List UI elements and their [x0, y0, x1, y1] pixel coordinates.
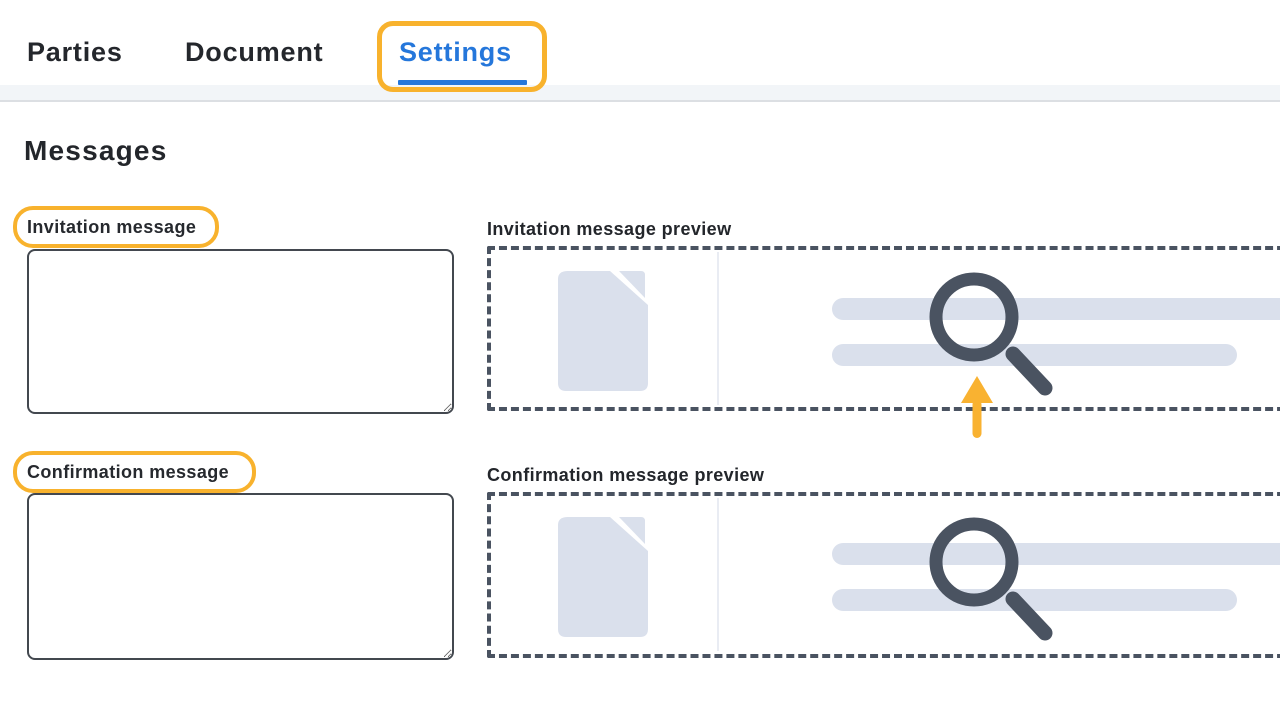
- preview-divider: [717, 252, 719, 405]
- invitation-preview-box: [487, 246, 1280, 411]
- text-placeholder-bar: [832, 344, 1237, 366]
- active-tab-underline: [398, 80, 527, 85]
- tab-bar-bottom-strip: [0, 85, 1280, 102]
- confirmation-message-label: Confirmation message: [27, 461, 230, 482]
- text-placeholder-bar: [832, 589, 1237, 611]
- confirmation-label-highlight-annotation: Confirmation message: [13, 451, 256, 493]
- document-icon: [558, 271, 648, 391]
- confirmation-preview-label: Confirmation message preview: [487, 465, 765, 485]
- settings-tab-highlight-annotation: [377, 21, 547, 92]
- invitation-message-label: Invitation message: [27, 216, 197, 237]
- search-icon: [929, 517, 1053, 641]
- preview-divider: [717, 498, 719, 651]
- tab-settings[interactable]: Settings: [399, 37, 512, 67]
- page-title: Messages: [24, 135, 168, 166]
- invitation-label-highlight-annotation: Invitation message: [13, 206, 219, 248]
- arrow-up-icon: [961, 376, 993, 438]
- tab-parties[interactable]: Parties: [27, 37, 123, 67]
- invitation-message-textarea[interactable]: [27, 249, 454, 414]
- confirmation-preview-box: [487, 492, 1280, 658]
- confirmation-message-textarea[interactable]: [27, 493, 454, 660]
- search-icon: [929, 272, 1053, 396]
- text-placeholder-bar: [832, 298, 1280, 320]
- tab-document[interactable]: Document: [185, 37, 324, 67]
- invitation-preview-label: Invitation message preview: [487, 219, 732, 239]
- document-icon: [558, 517, 648, 637]
- text-placeholder-bar: [832, 543, 1280, 565]
